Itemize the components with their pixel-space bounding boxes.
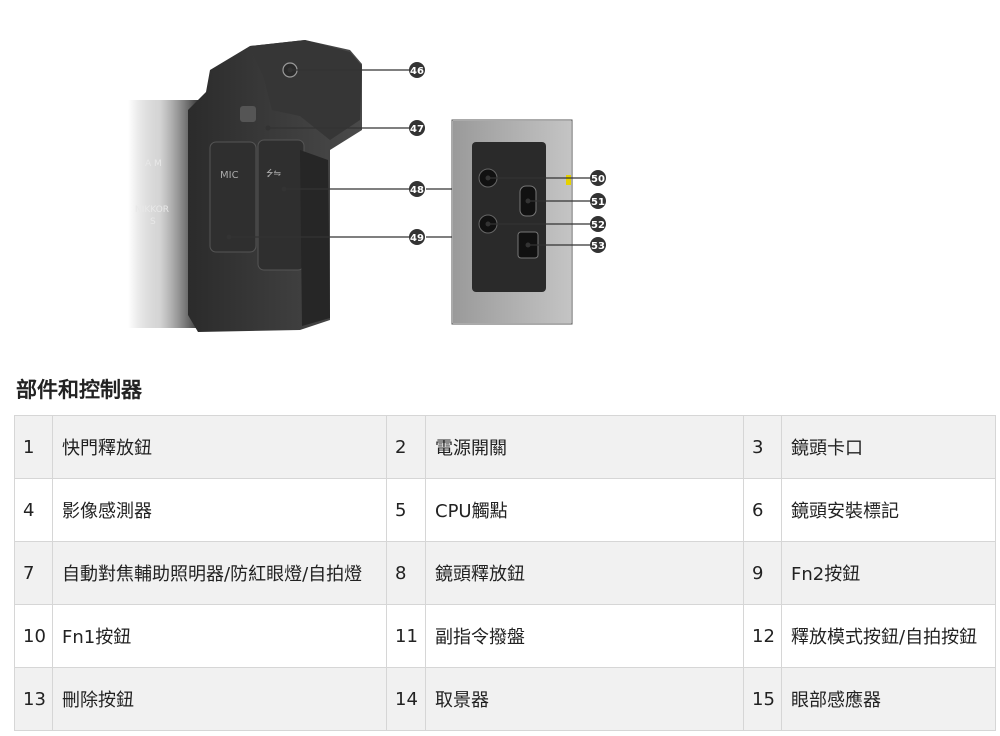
callout-47-badge	[409, 120, 425, 136]
leader-lines	[229, 69, 590, 246]
part-number: 6	[743, 478, 782, 542]
part-number: 9	[743, 541, 782, 605]
part-number: 3	[743, 415, 782, 479]
part-number: 10	[14, 604, 53, 668]
callout-49-badge	[409, 229, 425, 245]
part-label: Fn1按鈕	[52, 604, 387, 668]
part-label: CPU觸點	[425, 478, 744, 542]
part-number: 11	[386, 604, 426, 668]
callout-53: 53	[591, 241, 605, 252]
part-number: 4	[14, 478, 53, 542]
usb-cover	[257, 139, 305, 271]
part-label: 電源開關	[425, 415, 744, 479]
part-label: 快門釋放鈕	[52, 415, 387, 479]
callout-48: 48	[410, 185, 424, 196]
callout-51-badge	[590, 193, 606, 209]
part-number: 12	[743, 604, 782, 668]
section-title: 部件和控制器	[16, 378, 142, 402]
part-label: 鏡頭安裝標記	[781, 478, 996, 542]
part-label: 眼部感應器	[781, 667, 996, 731]
part-label: 鏡頭卡口	[781, 415, 996, 479]
table-row: 4 影像感測器 5 CPU觸點 6 鏡頭安裝標記	[14, 478, 996, 542]
part-number: 2	[386, 415, 426, 479]
dial-marks: A M	[145, 159, 162, 169]
part-number: 1	[14, 415, 53, 479]
part-label: 釋放模式按鈕/自拍按鈕	[781, 604, 996, 668]
part-number: 13	[14, 667, 53, 731]
camera-diagram: A M NIKKOR S MIC ⭍⇋	[0, 0, 1000, 345]
callout-52-badge	[590, 216, 606, 232]
part-number: 8	[386, 541, 426, 605]
indicator-mark	[566, 175, 571, 185]
mic-label: MIC	[220, 170, 239, 181]
lens-series: S	[150, 217, 156, 227]
callout-50: 50	[591, 174, 605, 185]
table-row: 1 快門釋放鈕 2 電源開關 3 鏡頭卡口	[14, 415, 996, 479]
callout-48-badge	[409, 181, 425, 197]
part-number: 14	[386, 667, 426, 731]
callout-46: 46	[410, 66, 424, 77]
part-label: 刪除按鈕	[52, 667, 387, 731]
callout-52: 52	[591, 220, 605, 231]
part-label: 自動對焦輔助照明器/防紅眼燈/自拍燈	[52, 541, 387, 605]
part-label: 取景器	[425, 667, 744, 731]
table-row: 7 自動對焦輔助照明器/防紅眼燈/自拍燈 8 鏡頭釋放鈕 9 Fn2按鈕	[14, 541, 996, 605]
mic-cover	[209, 141, 257, 253]
parts-table: 1 快門釋放鈕 2 電源開關 3 鏡頭卡口 4 影像感測器 5 CPU觸點 6 …	[14, 415, 996, 731]
part-number: 7	[14, 541, 53, 605]
table-row: 13 刪除按鈕 14 取景器 15 眼部感應器	[14, 667, 996, 731]
part-number: 15	[743, 667, 782, 731]
grip	[300, 150, 330, 326]
callout-51: 51	[591, 197, 605, 208]
callout-46-badge	[409, 62, 425, 78]
table-row: 10 Fn1按鈕 11 副指令撥盤 12 釋放模式按鈕/自拍按鈕	[14, 604, 996, 668]
part-label: Fn2按鈕	[781, 541, 996, 605]
part-label: 影像感測器	[52, 478, 387, 542]
part-label: 副指令撥盤	[425, 604, 744, 668]
callout-50-badge	[590, 170, 606, 186]
leader-dots	[226, 67, 531, 248]
callout-53-badge	[590, 237, 606, 253]
part-label: 鏡頭釋放鈕	[425, 541, 744, 605]
usb-label: ⭍⇋	[266, 168, 281, 179]
callout-49: 49	[410, 233, 424, 244]
part-number: 5	[386, 478, 426, 542]
diopter-knob	[240, 106, 256, 122]
viewfinder	[250, 40, 362, 140]
callout-47: 47	[410, 124, 424, 135]
lens-barrel	[128, 100, 198, 328]
lens-brand: NIKKOR	[135, 205, 169, 215]
camera-illustration: A M NIKKOR S MIC ⭍⇋	[128, 40, 606, 332]
